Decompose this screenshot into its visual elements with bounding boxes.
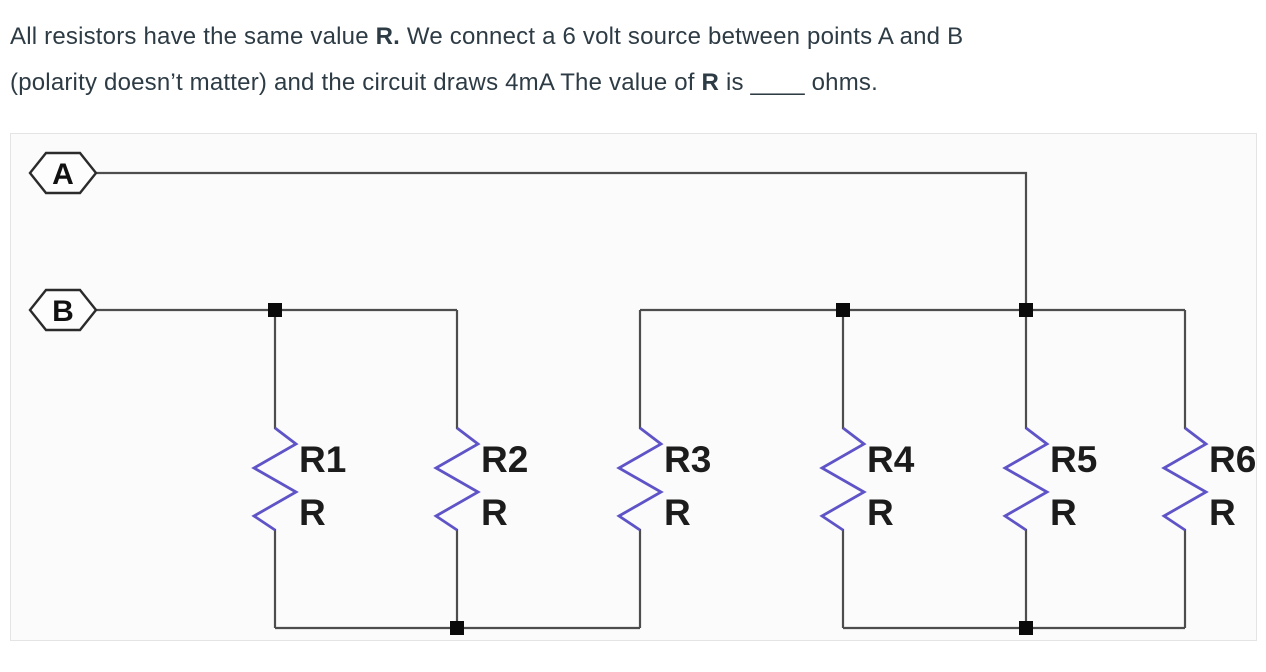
terminal-hexagon xyxy=(28,288,98,332)
resistor-zigzag xyxy=(616,426,664,532)
resistor-value-label: R xyxy=(1050,492,1077,533)
resistor-name-label: R4 xyxy=(867,439,915,480)
resistor-r1: R1 R xyxy=(251,310,346,628)
resistor-value-label: R xyxy=(481,492,508,533)
resistor-zigzag xyxy=(1002,426,1050,532)
resistor-name-label: R6 xyxy=(1209,439,1256,480)
resistor-r6: R6 R xyxy=(1161,310,1256,628)
terminal-label: B xyxy=(52,295,74,328)
junction-node xyxy=(268,303,282,317)
resistor-value-label: R xyxy=(1209,492,1236,533)
question-line-2: (polarity doesn’t matter) and the circui… xyxy=(10,60,1260,106)
resistor-name-label: R3 xyxy=(664,439,711,480)
resistor-value-label: R xyxy=(299,492,326,533)
resistor-name-label: R1 xyxy=(299,439,346,480)
junction-node xyxy=(1019,303,1033,317)
wire-from-terminal-a xyxy=(96,171,1028,310)
resistor-r4: R4 R xyxy=(819,310,915,628)
resistor-name-label: R5 xyxy=(1050,439,1097,480)
resistor-value-label: R xyxy=(867,492,894,533)
question-blank-and-units: is ____ ohms. xyxy=(719,69,878,96)
question-text-segment: All resistors have the same value xyxy=(10,23,376,50)
resistor-value-label: R xyxy=(664,492,691,533)
question-bold-r: R. xyxy=(375,23,401,50)
question-text: All resistors have the same value R. We … xyxy=(10,14,1260,106)
question-text-segment: We connect a 6 volt source between point… xyxy=(400,23,964,50)
junction-node xyxy=(1019,621,1033,635)
terminal-a: A xyxy=(28,151,98,195)
resistor-zigzag xyxy=(1161,426,1209,532)
resistor-zigzag xyxy=(819,426,867,532)
resistor-zigzag xyxy=(251,426,299,532)
resistor-r2: R2 R xyxy=(433,310,528,628)
question-line-1: All resistors have the same value R. We … xyxy=(10,14,1260,60)
terminal-hexagon xyxy=(28,151,98,195)
resistor-r3: R3 R xyxy=(616,310,711,628)
question-text-segment: (polarity doesn’t matter) and the circui… xyxy=(10,69,702,96)
junction-node xyxy=(450,621,464,635)
terminal-label: A xyxy=(52,158,74,191)
terminal-b: B xyxy=(28,288,98,332)
circuit-image-panel xyxy=(10,133,1257,641)
question-bold-r: R xyxy=(701,69,720,96)
resistor-zigzag xyxy=(433,426,481,532)
resistor-r5: R5 R xyxy=(1002,310,1097,628)
resistor-name-label: R2 xyxy=(481,439,528,480)
junction-node xyxy=(836,303,850,317)
